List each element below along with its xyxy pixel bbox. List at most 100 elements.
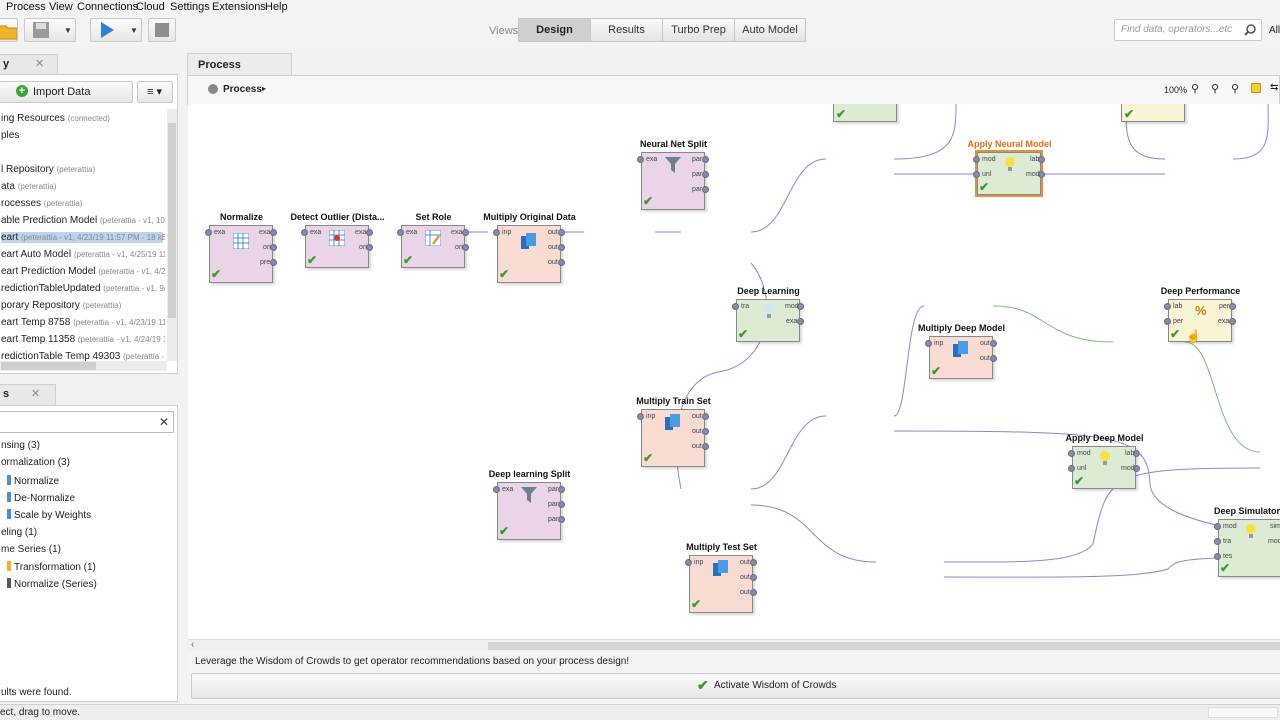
import-data-button[interactable]: + Import Data xyxy=(0,81,133,103)
port-out[interactable] xyxy=(366,244,373,251)
menu-extensions[interactable]: Extensions xyxy=(212,1,266,13)
port-out[interactable] xyxy=(702,186,709,193)
port-in[interactable] xyxy=(685,559,692,566)
menu-process[interactable]: Process xyxy=(6,1,46,13)
port-in[interactable] xyxy=(637,156,644,163)
port-out[interactable] xyxy=(558,486,565,493)
repository-item[interactable]: l Repository (peterattia) xyxy=(1,164,163,175)
operator-tree-item[interactable]: Scale by Weights xyxy=(7,509,91,521)
port-out[interactable] xyxy=(558,501,565,508)
port-in[interactable] xyxy=(205,229,212,236)
port-in[interactable] xyxy=(973,156,980,163)
port-in[interactable] xyxy=(1164,318,1171,325)
operator-tree-item[interactable]: nsing (3) xyxy=(1,440,40,451)
port-out[interactable] xyxy=(702,171,709,178)
port-in[interactable] xyxy=(1068,450,1075,457)
port-out[interactable] xyxy=(558,516,565,523)
repository-item[interactable]: eart (peterattia - v1, 4/23/19 11:57 PM … xyxy=(1,232,165,243)
port-in[interactable] xyxy=(973,171,980,178)
port-in[interactable] xyxy=(1164,303,1171,310)
operators-tab[interactable]: s ✕ xyxy=(0,384,56,405)
breadcrumb[interactable]: Process xyxy=(223,84,262,95)
operator-tree-item[interactable]: me Series (1) xyxy=(1,544,61,555)
port-in[interactable] xyxy=(732,303,739,310)
zoom-out-icon[interactable]: ⚲ xyxy=(1231,83,1240,95)
chevron-down-icon[interactable]: ▼ xyxy=(64,26,72,35)
menu-settings[interactable]: Settings xyxy=(170,1,210,13)
port-in[interactable] xyxy=(925,340,932,347)
operator-tree-item[interactable]: eling (1) xyxy=(1,527,37,538)
port-out[interactable] xyxy=(990,340,997,347)
repository-menu-button[interactable]: ≡ ▾ xyxy=(137,81,173,103)
port-in[interactable] xyxy=(637,413,644,420)
close-icon[interactable]: ✕ xyxy=(35,58,45,70)
operator-tree-item[interactable]: ormalization (3) xyxy=(1,457,70,468)
stop-button[interactable] xyxy=(148,18,176,42)
clear-icon[interactable]: ✕ xyxy=(158,415,169,429)
menu-help[interactable]: Help xyxy=(265,1,288,13)
port-out[interactable] xyxy=(462,229,469,236)
repository-item[interactable]: able Prediction Model (peterattia - v1, … xyxy=(1,215,165,226)
port-out[interactable] xyxy=(702,443,709,450)
port-out[interactable] xyxy=(797,318,804,325)
repository-item[interactable]: eart Temp 11358 (peterattia - v1, 4/24/1… xyxy=(1,334,165,345)
port-out[interactable] xyxy=(270,259,277,266)
port-in[interactable] xyxy=(1214,553,1221,560)
port-in[interactable] xyxy=(493,486,500,493)
port-out[interactable] xyxy=(990,355,997,362)
operator-tree-item[interactable]: Transformation (1) xyxy=(7,561,96,573)
search-scope-all[interactable]: All xyxy=(1269,25,1280,36)
port-out[interactable] xyxy=(270,244,277,251)
port-out[interactable] xyxy=(558,244,565,251)
port-out[interactable] xyxy=(270,229,277,236)
menu-connections[interactable]: Connections xyxy=(77,1,139,13)
port-out[interactable] xyxy=(1133,465,1140,472)
port-in[interactable] xyxy=(397,229,404,236)
vertical-scrollbar[interactable] xyxy=(167,109,177,361)
port-in[interactable] xyxy=(493,229,500,236)
view-design-button[interactable]: Design xyxy=(518,18,591,42)
port-out[interactable] xyxy=(797,303,804,310)
repository-item[interactable]: porary Repository (peterattia) xyxy=(1,300,163,311)
port-out[interactable] xyxy=(1229,303,1236,310)
process-tab[interactable]: Process xyxy=(187,53,292,75)
repository-item[interactable]: eart Prediction Model (peterattia - v1, … xyxy=(1,266,165,277)
port-out[interactable] xyxy=(750,589,757,596)
repository-item[interactable]: ples xyxy=(1,130,163,141)
port-out[interactable] xyxy=(750,574,757,581)
chevron-down-icon[interactable]: ▼ xyxy=(130,26,138,35)
port-out[interactable] xyxy=(1038,156,1045,163)
activate-wisdom-button[interactable]: ✔ Activate Wisdom of Crowds xyxy=(191,673,1280,699)
port-out[interactable] xyxy=(1229,318,1236,325)
port-in[interactable] xyxy=(1214,538,1221,545)
port-out[interactable] xyxy=(1038,171,1045,178)
view-turbo-prep-button[interactable]: Turbo Prep xyxy=(662,18,735,42)
horizontal-scrollbar[interactable] xyxy=(0,361,167,371)
port-out[interactable] xyxy=(558,229,565,236)
operator-search-input[interactable]: ✕ xyxy=(0,411,174,433)
open-button[interactable] xyxy=(0,18,18,42)
zoom-in-icon[interactable]: ⚲ xyxy=(1211,83,1220,95)
add-note-icon[interactable] xyxy=(1251,83,1261,93)
repository-item[interactable]: rocesses (peterattia) xyxy=(1,198,163,209)
menu-cloud[interactable]: Cloud xyxy=(136,1,165,13)
port-out[interactable] xyxy=(462,244,469,251)
view-auto-model-button[interactable]: Auto Model xyxy=(734,18,806,42)
repository-item[interactable]: eart Auto Model (peterattia - v1, 4/25/1… xyxy=(1,249,165,260)
scroll-left-icon[interactable]: ‹ xyxy=(191,639,195,650)
operator-tree-item[interactable]: Normalize (Series) xyxy=(7,578,97,590)
search-input[interactable]: Find data, operators...etc xyxy=(1114,19,1262,41)
scrollbar-thumb[interactable] xyxy=(488,642,1280,650)
save-button[interactable]: ▼ xyxy=(24,18,76,42)
canvas-horizontal-scrollbar[interactable]: ‹ xyxy=(188,639,1280,651)
repository-tab[interactable]: y ✕ xyxy=(0,54,58,74)
menu-view[interactable]: View xyxy=(49,1,73,13)
operator-tree-item[interactable]: De-Normalize xyxy=(7,491,75,504)
repository-item[interactable]: ata (peterattia) xyxy=(1,181,163,192)
port-out[interactable] xyxy=(1133,450,1140,457)
port-out[interactable] xyxy=(366,229,373,236)
port-out[interactable] xyxy=(702,156,709,163)
port-out[interactable] xyxy=(702,413,709,420)
port-out[interactable] xyxy=(558,259,565,266)
scrollbar-thumb[interactable] xyxy=(168,123,176,318)
